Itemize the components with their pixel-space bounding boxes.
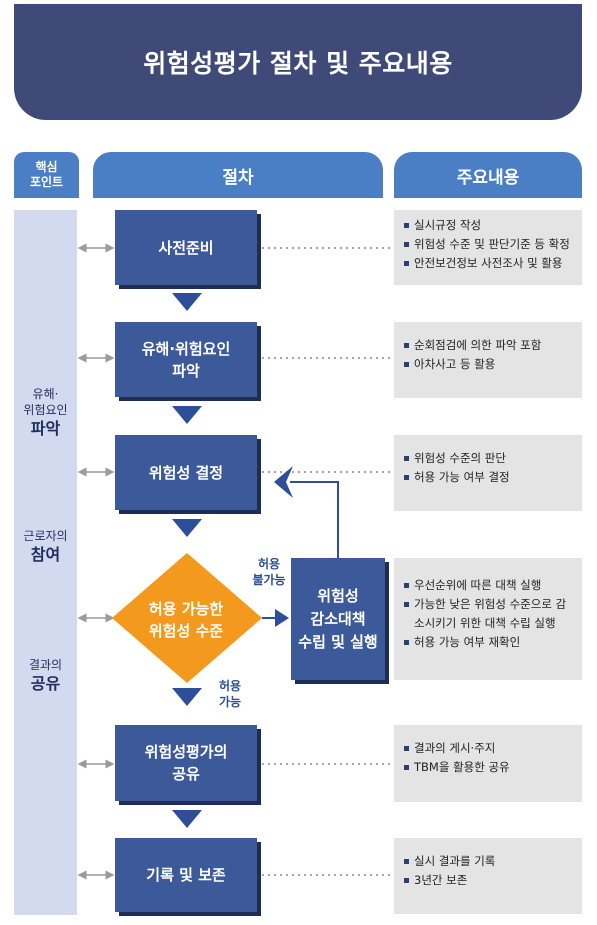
content-item: 순회점검에 의한 파악 포함 (404, 336, 576, 355)
content-box-preparation: 실시규정 작성 위험성 수준 및 판단기준 등 확정 안전보건정보 사전조사 및… (394, 210, 582, 285)
step-sharing-line1: 위험성평가의 (144, 743, 228, 761)
header-procedure: 절차 (93, 152, 383, 198)
down-arrow-1 (172, 293, 202, 311)
step-sharing-line2: 공유 (172, 765, 200, 783)
label-unacceptable-line2: 불가능 (252, 573, 286, 587)
label-acceptable-line1: 허용 (218, 679, 242, 693)
key-point-hazard-big: 파악 (30, 419, 61, 438)
decision-diamond (112, 553, 262, 683)
content-item: 위험성 수준 및 판단기준 등 확정 (404, 235, 576, 254)
decision-label: 허용 가능한 위험성 수준 (115, 598, 257, 642)
key-point-sharing-big: 공유 (30, 674, 61, 693)
content-item: 허용 가능 여부 재확인 (404, 633, 576, 652)
reduce-line3: 수립 및 실행 (298, 632, 378, 651)
reduce-line1: 위험성 (317, 586, 359, 605)
feedback-arrowhead (274, 466, 293, 498)
content-box-hazard: 순회점검에 의한 파악 포함 아차사고 등 활용 (394, 322, 582, 398)
label-acceptable-line2: 가능 (218, 695, 242, 709)
content-item: 아차사고 등 활용 (404, 355, 576, 374)
step-preparation-label: 사전준비 (158, 238, 214, 257)
header-key-line1: 핵심 (35, 160, 58, 174)
step-hazard-line1: 유해·위험요인 (141, 339, 231, 358)
decision-line1: 허용 가능한 (148, 600, 224, 618)
key-point-sharing-small: 결과의 (28, 658, 63, 672)
down-arrow-4 (172, 688, 202, 706)
step-hazard-identification: 유해·위험요인 파악 (115, 322, 257, 397)
header-key-line2: 포인트 (29, 175, 64, 189)
title-banner: 위험성평가 절차 및 주요내용 (14, 4, 582, 120)
step-risk-determination: 위험성 결정 (115, 435, 257, 510)
step-risk-reduction: 위험성 감소대책 수립 및 실행 (291, 558, 385, 680)
label-acceptable: 허용 가능 (208, 678, 252, 710)
content-box-determination: 위험성 수준의 판단 허용 가능 여부 결정 (394, 435, 582, 511)
page-title: 위험성평가 절차 및 주요내용 (143, 49, 453, 78)
content-box-reduction: 우선순위에 따른 대책 실행 가능한 낮은 위험성 수준으로 감소시키기 위한 … (394, 558, 582, 680)
content-item: 가능한 낮은 위험성 수준으로 감소시키기 위한 대책 수립 실행 (404, 595, 576, 633)
step-hazard-line2: 파악 (172, 361, 200, 380)
content-item: 3년간 보존 (404, 871, 576, 890)
decision-line2: 위험성 수준 (148, 622, 224, 640)
content-item: 실시규정 작성 (404, 216, 576, 235)
content-item: 우선순위에 따른 대책 실행 (404, 576, 576, 595)
content-item: TBM을 활용한 공유 (404, 758, 576, 777)
header-key-points: 핵심 포인트 (14, 152, 79, 198)
feedback-line (290, 481, 339, 558)
key-point-participation-small: 근로자의 (23, 529, 68, 543)
key-point-hazard-small: 유해· (32, 387, 59, 401)
down-arrow-2 (172, 406, 202, 424)
header-content: 주요내용 (394, 152, 582, 198)
step-risk-determination-label: 위험성 결정 (148, 463, 224, 482)
key-points-column (14, 210, 77, 915)
key-point-participation-big: 참여 (30, 545, 61, 564)
step-record-label: 기록 및 보존 (146, 866, 226, 884)
key-point-sharing: 결과의 공유 (14, 657, 77, 695)
content-item: 결과의 게시·주지 (404, 739, 576, 758)
to-reduce-arrowhead (275, 609, 289, 627)
content-box-sharing: 결과의 게시·주지 TBM을 활용한 공유 (394, 725, 582, 802)
label-unacceptable-line1: 허용 (257, 557, 281, 571)
content-box-record: 실시 결과를 기록 3년간 보존 (394, 838, 582, 914)
content-item: 허용 가능 여부 결정 (404, 468, 576, 487)
step-result-sharing: 위험성평가의 공유 (115, 725, 257, 801)
step-preparation: 사전준비 (115, 210, 257, 285)
content-item: 실시 결과를 기록 (404, 852, 576, 871)
reduce-line2: 감소대책 (310, 609, 366, 628)
content-item: 안전보건정보 사전조사 및 활용 (404, 254, 576, 273)
key-point-hazard: 유해· 위험요인 파악 (14, 386, 77, 440)
down-arrow-5 (172, 810, 202, 828)
down-arrow-3 (172, 519, 202, 537)
label-unacceptable: 허용 불가능 (247, 556, 291, 588)
header-procedure-label: 절차 (222, 167, 254, 188)
step-record-keeping: 기록 및 보존 (115, 838, 257, 912)
key-point-hazard-small2: 위험요인 (23, 403, 68, 417)
content-item: 위험성 수준의 판단 (404, 449, 576, 468)
header-content-label: 주요내용 (456, 167, 520, 188)
key-point-participation: 근로자의 참여 (14, 528, 77, 566)
